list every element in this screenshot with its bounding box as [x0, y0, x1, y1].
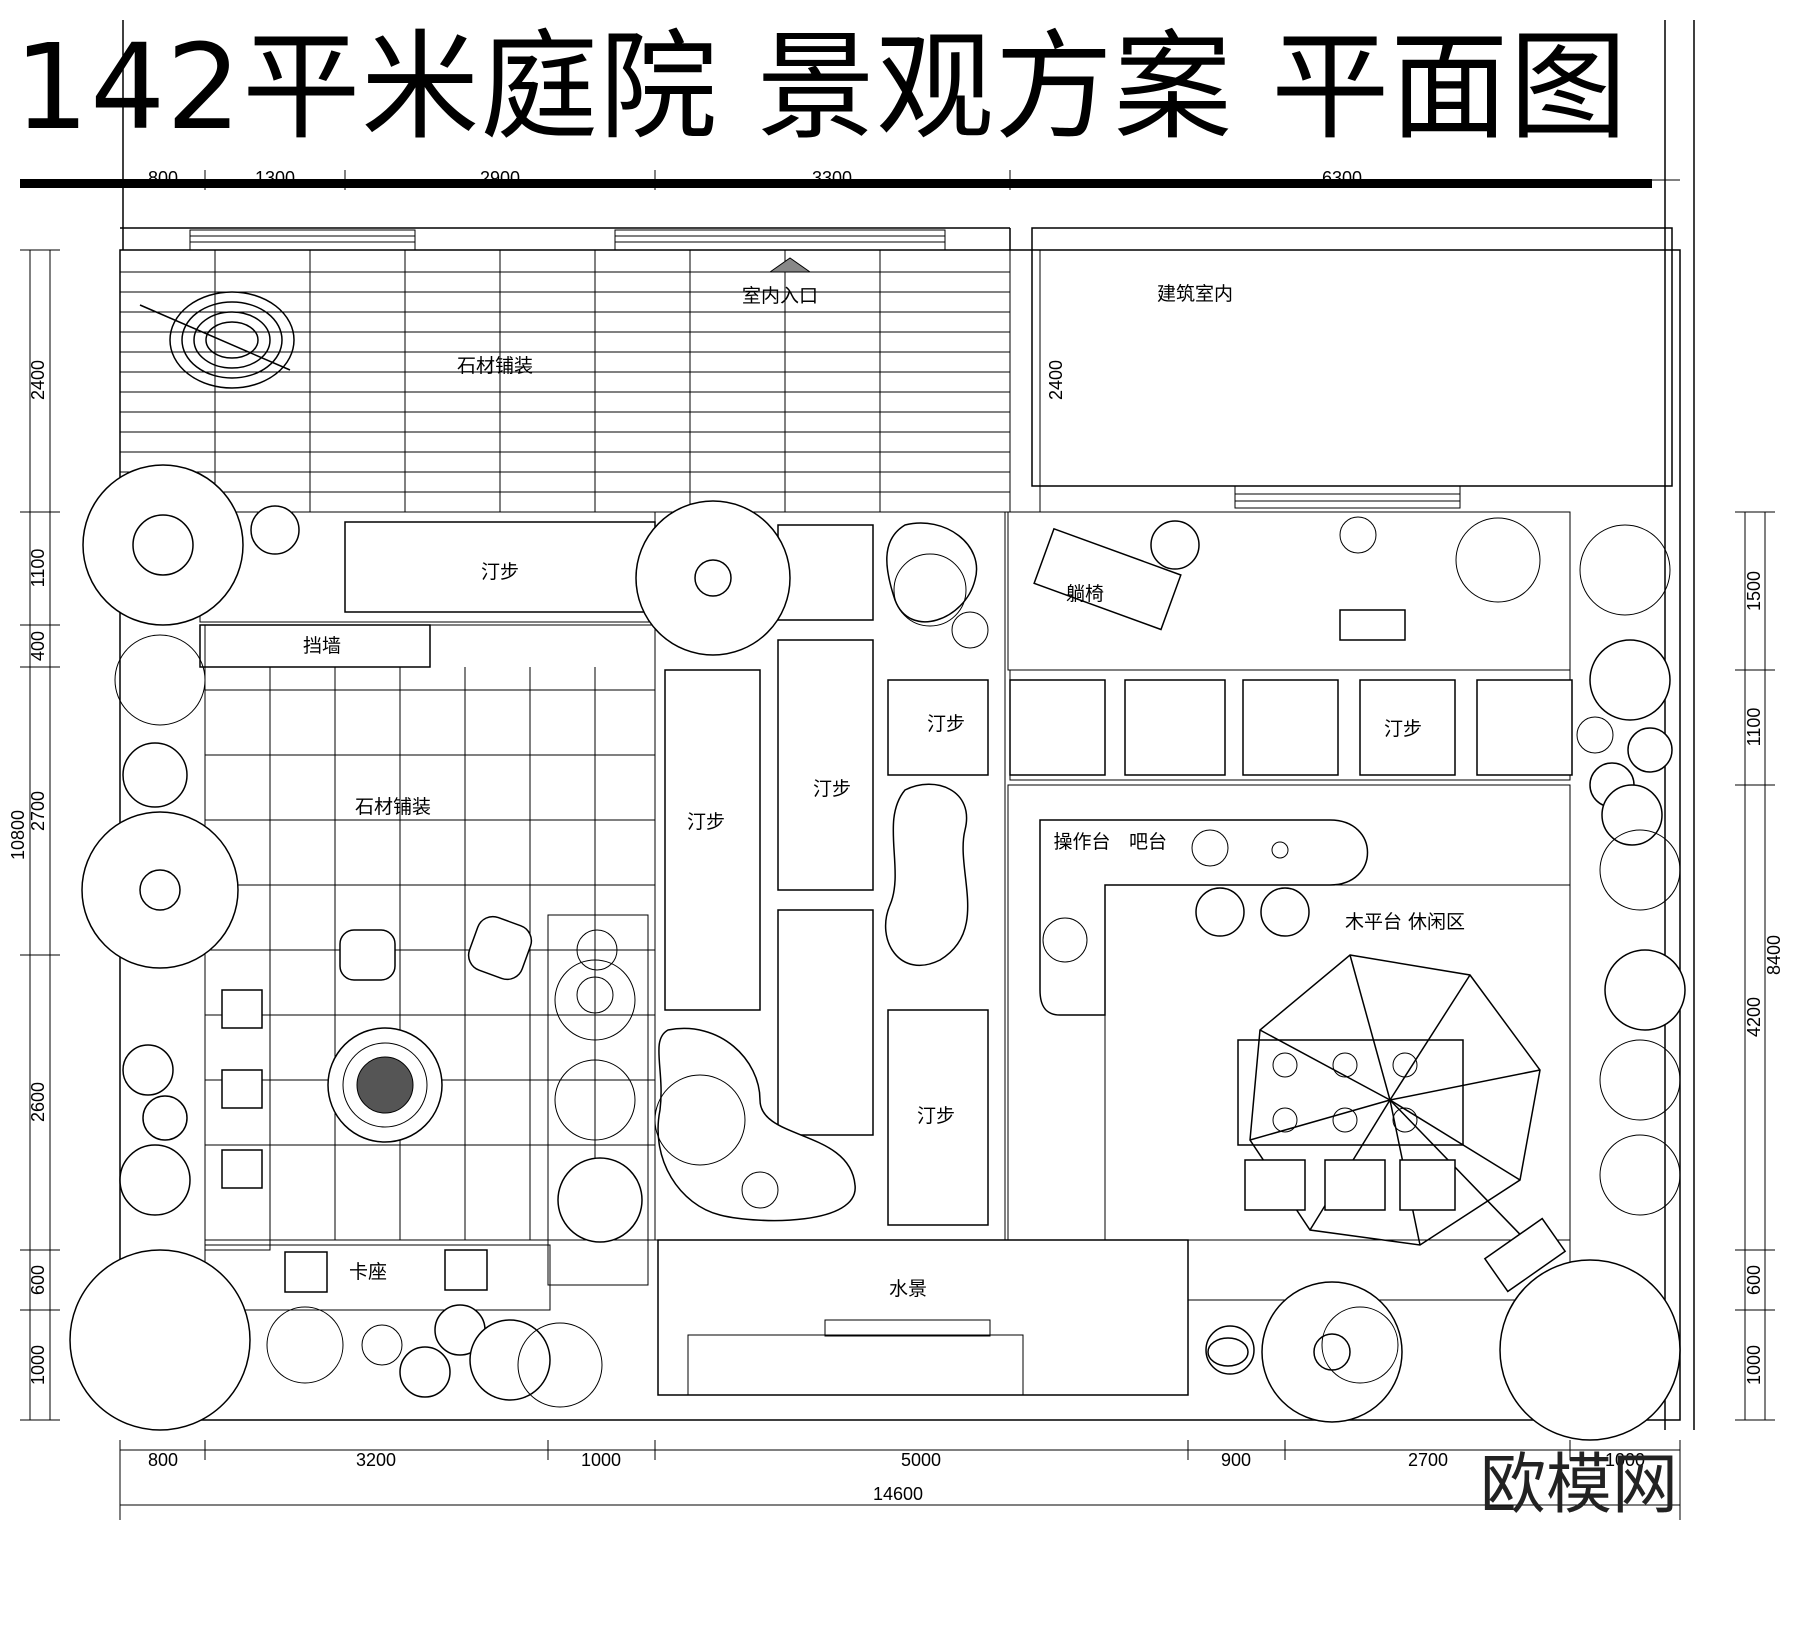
dim-left-5: 2600 — [28, 1082, 48, 1122]
side-table-icon — [1150, 520, 1200, 570]
water-feature-label: 水景 — [889, 1278, 927, 1300]
stepping-stone-label-4: 汀步 — [927, 713, 965, 735]
dim-top-4: 3300 — [812, 168, 852, 188]
dim-left-3: 400 — [28, 631, 48, 661]
dim-bottom-7: 1000 — [1605, 1450, 1645, 1470]
dim-right-4: 600 — [1744, 1265, 1764, 1295]
bar-stools — [1195, 887, 1310, 937]
stepping-stone-label-5: 汀步 — [917, 1105, 955, 1127]
plan-title: 142平米庭院 景观方案 平面图 — [14, 18, 1629, 156]
stepping-stone-label-1: 汀步 — [481, 561, 519, 583]
retaining-wall-label: 挡墙 — [303, 635, 341, 657]
dim-right-2: 1100 — [1744, 708, 1764, 747]
dim-right-3: 4200 — [1744, 997, 1764, 1037]
dim-right-1: 1500 — [1744, 571, 1764, 611]
stepping-stone-label-3: 汀步 — [813, 778, 851, 800]
dim-bottom-total: 14600 — [873, 1484, 923, 1504]
lounge-chairs-lower — [1244, 1159, 1456, 1211]
indoor-entrance-label: 室内入口 — [742, 285, 818, 307]
dim-top-5: 6300 — [1322, 168, 1362, 188]
dim-top-1: 800 — [148, 168, 178, 188]
dim-bottom-5: 900 — [1221, 1450, 1251, 1470]
dim-bottom-6: 2700 — [1408, 1450, 1448, 1470]
stone-paving-top-label: 石材铺装 — [457, 355, 533, 377]
flower-icon — [361, 516, 1614, 1366]
stone-paving-top — [119, 229, 1011, 513]
stool-1 — [339, 929, 396, 981]
tree-icon — [69, 464, 1681, 1441]
counter-label: 操作台 — [1053, 831, 1110, 853]
umbrella-icon — [1249, 954, 1567, 1293]
bar-label: 吧台 — [1129, 831, 1167, 853]
stepping-stones — [344, 521, 1573, 1226]
dim-left-6: 600 — [28, 1265, 48, 1295]
building-interior-label: 建筑室内 — [1157, 283, 1233, 305]
shrub-icon — [119, 505, 1686, 1401]
booth-seat-label: 卡座 — [349, 1261, 387, 1283]
dim-right-total: 8400 — [1764, 935, 1784, 975]
dim-inner-left: 2400 — [1046, 360, 1066, 400]
dim-left-7: 1000 — [28, 1345, 48, 1385]
building-interior — [1031, 227, 1673, 509]
low-table — [1339, 609, 1406, 641]
rock-icon — [1207, 1337, 1249, 1367]
dim-bottom-3: 1000 — [581, 1450, 621, 1470]
water-feature — [657, 1239, 1189, 1396]
dim-left-total: 10800 — [8, 810, 28, 860]
lounge-chair-label: 躺椅 — [1066, 583, 1104, 605]
fire-pit-icon — [327, 1027, 443, 1143]
stool-2 — [467, 915, 533, 981]
booth-seat — [204, 949, 551, 1311]
watermark-logo: 欧模网 — [1480, 1446, 1678, 1523]
dim-left-1: 2400 — [28, 360, 48, 400]
stepping-stone-label-2: 汀步 — [687, 811, 725, 833]
planter-bed — [547, 914, 649, 1286]
dim-left-2: 1100 — [28, 549, 48, 588]
dim-top-3: 2900 — [480, 168, 520, 188]
dim-bottom-4: 5000 — [901, 1450, 941, 1470]
dim-bottom-2: 3200 — [356, 1450, 396, 1470]
wood-deck-upper — [1007, 511, 1571, 671]
dim-right-5: 1000 — [1744, 1345, 1764, 1385]
egg-chair-icon — [139, 291, 295, 389]
dimension-lines — [20, 170, 1775, 1520]
dim-top-2: 1300 — [255, 168, 295, 188]
palm-icon — [114, 517, 1681, 1408]
retaining-wall — [199, 624, 431, 668]
title-underline — [20, 179, 1652, 188]
lounge-chair-icon — [1033, 527, 1182, 631]
wood-deck-label: 木平台 休闲区 — [1345, 911, 1465, 933]
dim-left-4: 2700 — [28, 791, 48, 831]
stepping-stone-label-6: 汀步 — [1384, 718, 1422, 740]
curved-pond — [657, 522, 978, 1222]
stone-paving-mid-label: 石材铺装 — [355, 796, 431, 818]
dim-bottom-1: 800 — [148, 1450, 178, 1470]
